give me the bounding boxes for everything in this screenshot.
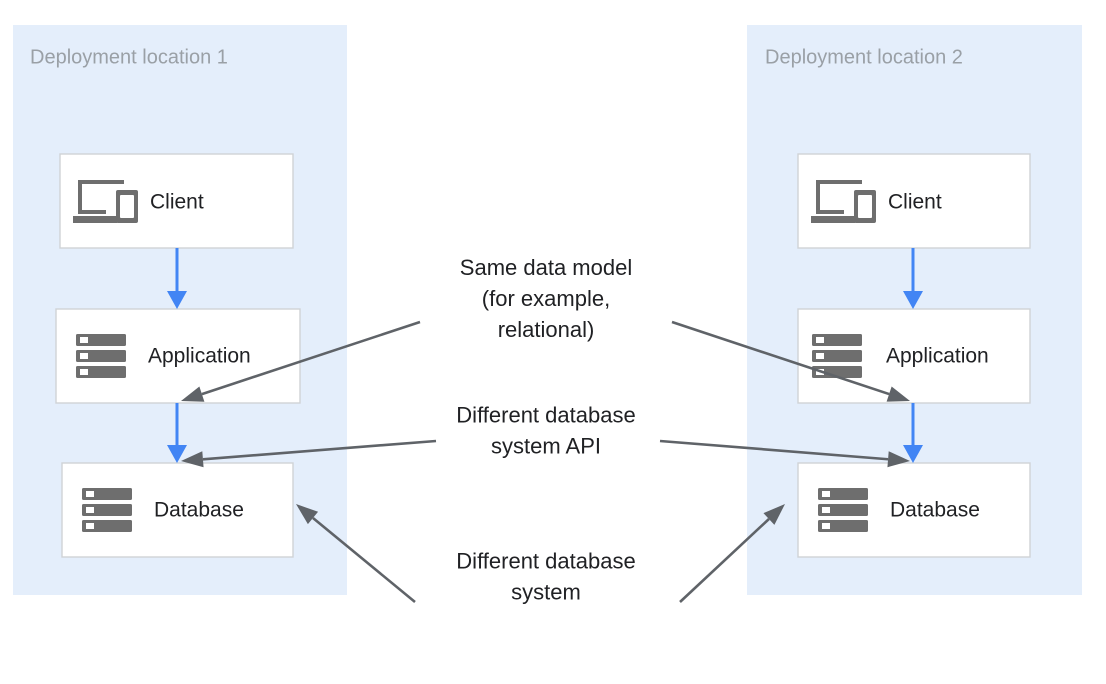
annotation-line: relational) bbox=[498, 317, 595, 342]
leader-line bbox=[659, 439, 889, 461]
annotation-line: system API bbox=[491, 433, 601, 458]
leader-arrowhead bbox=[296, 504, 319, 525]
flow-arrowhead bbox=[903, 291, 923, 309]
leader-line bbox=[201, 320, 421, 396]
node-client-2[interactable]: Client bbox=[797, 153, 1031, 249]
node-box[interactable] bbox=[59, 153, 294, 249]
leader-leader-data-model-right bbox=[671, 320, 910, 402]
deployment-zones-layer: Deployment location 1 ClientApplicationDa… bbox=[13, 25, 1082, 595]
flow-arrowhead bbox=[167, 291, 187, 309]
leader-leader-data-model-left bbox=[181, 320, 421, 402]
node-label: Client bbox=[888, 191, 942, 214]
leader-line bbox=[679, 518, 770, 603]
leader-arrowhead bbox=[886, 386, 910, 402]
leader-arrowhead bbox=[181, 386, 205, 402]
flow-arrow-flow-app-db-2 bbox=[903, 403, 923, 463]
node-client-1[interactable]: Client bbox=[59, 153, 294, 249]
annotations-layer: Same data model (for example, relational) D… bbox=[456, 255, 635, 605]
leader-leader-db-api-right bbox=[659, 439, 910, 468]
zone-title: Deployment location 1 bbox=[30, 46, 228, 68]
leader-leader-db-api-left bbox=[181, 439, 437, 468]
leader-leader-db-system-left bbox=[296, 504, 416, 604]
node-label: Application bbox=[148, 345, 251, 368]
node-label: Application bbox=[886, 345, 989, 368]
node-database-2[interactable]: Database bbox=[797, 462, 1031, 558]
flow-arrows-layer bbox=[167, 248, 923, 463]
flow-arrow-flow-client-app-1 bbox=[167, 248, 187, 309]
node-app-1[interactable]: Application bbox=[55, 308, 301, 404]
node-label: Database bbox=[890, 499, 980, 522]
annotation-data-model: Same data model (for example, relational) bbox=[460, 255, 632, 342]
node-label: Client bbox=[150, 191, 204, 214]
flow-arrow-flow-client-app-2 bbox=[903, 248, 923, 309]
server-stack-icon bbox=[76, 334, 126, 378]
annotation-line: Different database bbox=[456, 402, 635, 427]
leader-line bbox=[202, 439, 437, 461]
leader-arrowhead bbox=[887, 451, 910, 468]
leader-line bbox=[671, 320, 890, 396]
leader-arrowhead bbox=[763, 504, 785, 525]
annotation-line: Different database bbox=[456, 548, 635, 573]
leader-leader-db-system-right bbox=[679, 504, 785, 603]
flow-arrowhead bbox=[167, 445, 187, 463]
leader-arrowhead bbox=[181, 451, 204, 468]
node-box[interactable] bbox=[797, 153, 1031, 249]
zone-title: Deployment location 2 bbox=[765, 46, 963, 68]
server-stack-icon bbox=[82, 488, 132, 532]
leader-line bbox=[312, 516, 416, 604]
flow-arrowhead bbox=[903, 445, 923, 463]
annotation-db-system-api: Different database system API bbox=[456, 402, 635, 458]
server-stack-icon bbox=[818, 488, 868, 532]
node-database-1[interactable]: Database bbox=[61, 462, 294, 558]
node-app-2[interactable]: Application bbox=[797, 308, 1031, 404]
node-label: Database bbox=[154, 499, 244, 522]
annotation-line: system bbox=[511, 579, 581, 604]
flow-arrow-flow-app-db-1 bbox=[167, 403, 187, 463]
annotation-line: (for example, bbox=[482, 286, 610, 311]
annotation-line: Same data model bbox=[460, 255, 632, 280]
annotation-leaders-layer bbox=[181, 320, 910, 604]
annotation-db-system: Different database system bbox=[456, 548, 635, 604]
